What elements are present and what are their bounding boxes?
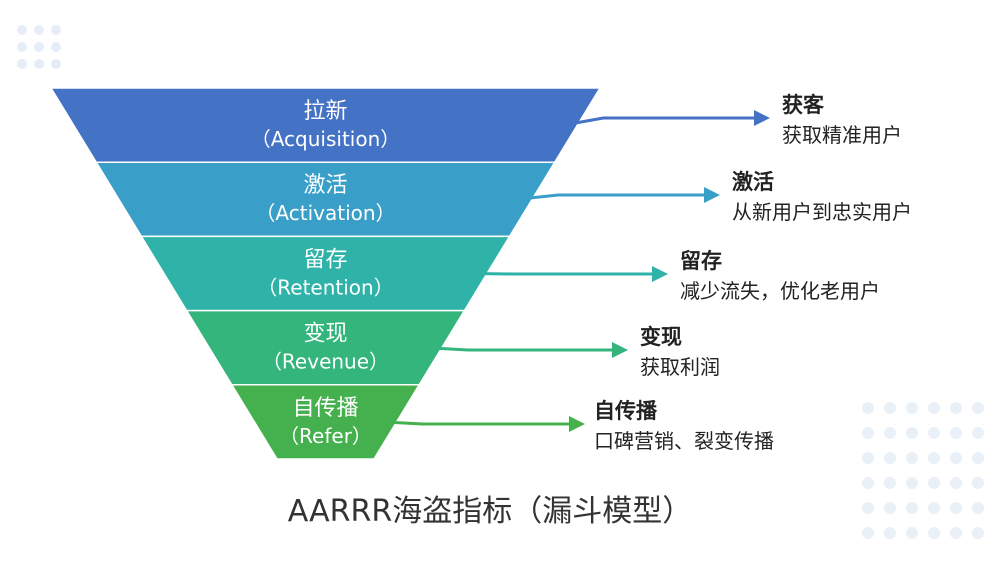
descriptions: 获客获取精准用户激活从新用户到忠实用户留存减少流失，优化老用户变现获取利润自传播…	[594, 93, 912, 453]
stage-description-title: 变现	[640, 325, 682, 349]
decor-dot	[972, 502, 984, 514]
funnel-stage-english: （Refer）	[279, 424, 372, 448]
decor-dot	[950, 502, 962, 514]
decor-dot	[862, 527, 874, 539]
stage-description-text: 获取利润	[640, 355, 720, 379]
funnel: 拉新 （Acquisition） 激活 （Activation） 留存 （Retentio…	[49, 87, 602, 460]
stage-description-title: 激活	[732, 170, 774, 194]
decor-dot	[884, 502, 896, 514]
stage-description-text: 减少流失，优化老用户	[680, 279, 880, 303]
decor-dot	[884, 402, 896, 414]
decor-dot	[928, 477, 940, 489]
decor-dot	[950, 452, 962, 464]
funnel-stage-name: 自传播	[292, 396, 358, 421]
funnel-stage-name: 变现	[303, 322, 347, 347]
decor-dot	[906, 477, 918, 489]
diagram-caption: AARRR海盗指标（漏斗模型）	[288, 494, 692, 529]
stage-description-text: 获取精准用户	[782, 123, 902, 147]
decor-dot	[862, 402, 874, 414]
connector-line-2	[518, 193, 706, 201]
decor-dot	[862, 477, 874, 489]
funnel-stage-english: （Activation）	[255, 201, 395, 225]
stage-description-title: 自传播	[594, 399, 658, 423]
decor-dot	[884, 427, 896, 439]
decor-dot	[906, 402, 918, 414]
decor-dot	[950, 477, 962, 489]
funnel-stage-name: 留存	[303, 247, 347, 272]
funnel-stage-name: 拉新	[303, 99, 347, 124]
decor-dot	[862, 452, 874, 464]
decor-dot	[928, 527, 940, 539]
decorative-dots-bottom-right	[862, 402, 984, 539]
decor-dot	[972, 452, 984, 464]
decor-dot	[34, 42, 44, 52]
connectors	[382, 110, 770, 432]
decor-dot	[51, 25, 61, 35]
decor-dot	[972, 477, 984, 489]
arrowhead-icon	[754, 110, 770, 126]
decor-dot	[928, 402, 940, 414]
arrowhead-icon	[704, 187, 720, 203]
arrowhead-icon	[612, 342, 628, 358]
connector-line-3	[472, 272, 654, 276]
funnel-stage-english: （Acquisition）	[251, 127, 401, 151]
arrowhead-icon	[652, 266, 668, 282]
decor-dot	[17, 42, 27, 52]
decor-dot	[950, 402, 962, 414]
decor-dot	[972, 427, 984, 439]
funnel-stage-5	[230, 384, 421, 460]
decor-dot	[906, 527, 918, 539]
decor-dot	[862, 427, 874, 439]
connector-line-1	[563, 116, 756, 127]
decorative-dots-top-left	[17, 25, 61, 69]
decor-dot	[51, 42, 61, 52]
funnel-stage-english: （Retention）	[257, 275, 393, 299]
arrowhead-icon	[569, 416, 585, 432]
decor-dot	[928, 502, 940, 514]
decor-dot	[884, 477, 896, 489]
decor-dot	[906, 502, 918, 514]
decor-dot	[862, 502, 874, 514]
funnel-stage-english: （Revenue）	[262, 350, 389, 374]
decor-dot	[906, 452, 918, 464]
stage-description-text: 从新用户到忠实用户	[732, 200, 912, 224]
stage-description-title: 留存	[680, 249, 722, 273]
decor-dot	[51, 59, 61, 69]
connector-line-4	[427, 346, 614, 352]
decor-dot	[972, 402, 984, 414]
decor-dot	[950, 427, 962, 439]
decor-dot	[972, 527, 984, 539]
decor-dot	[950, 527, 962, 539]
decor-dot	[928, 452, 940, 464]
decor-dot	[884, 527, 896, 539]
decor-dot	[928, 427, 940, 439]
decor-dot	[17, 59, 27, 69]
decor-dot	[17, 25, 27, 35]
decor-dot	[34, 25, 44, 35]
decor-dot	[906, 427, 918, 439]
decor-dot	[34, 59, 44, 69]
decor-dot	[884, 452, 896, 464]
stage-description-title: 获客	[782, 93, 825, 117]
funnel-stage-name: 激活	[303, 173, 347, 198]
stage-description-text: 口碑营销、裂变传播	[594, 429, 774, 453]
connector-line-5	[382, 420, 571, 426]
